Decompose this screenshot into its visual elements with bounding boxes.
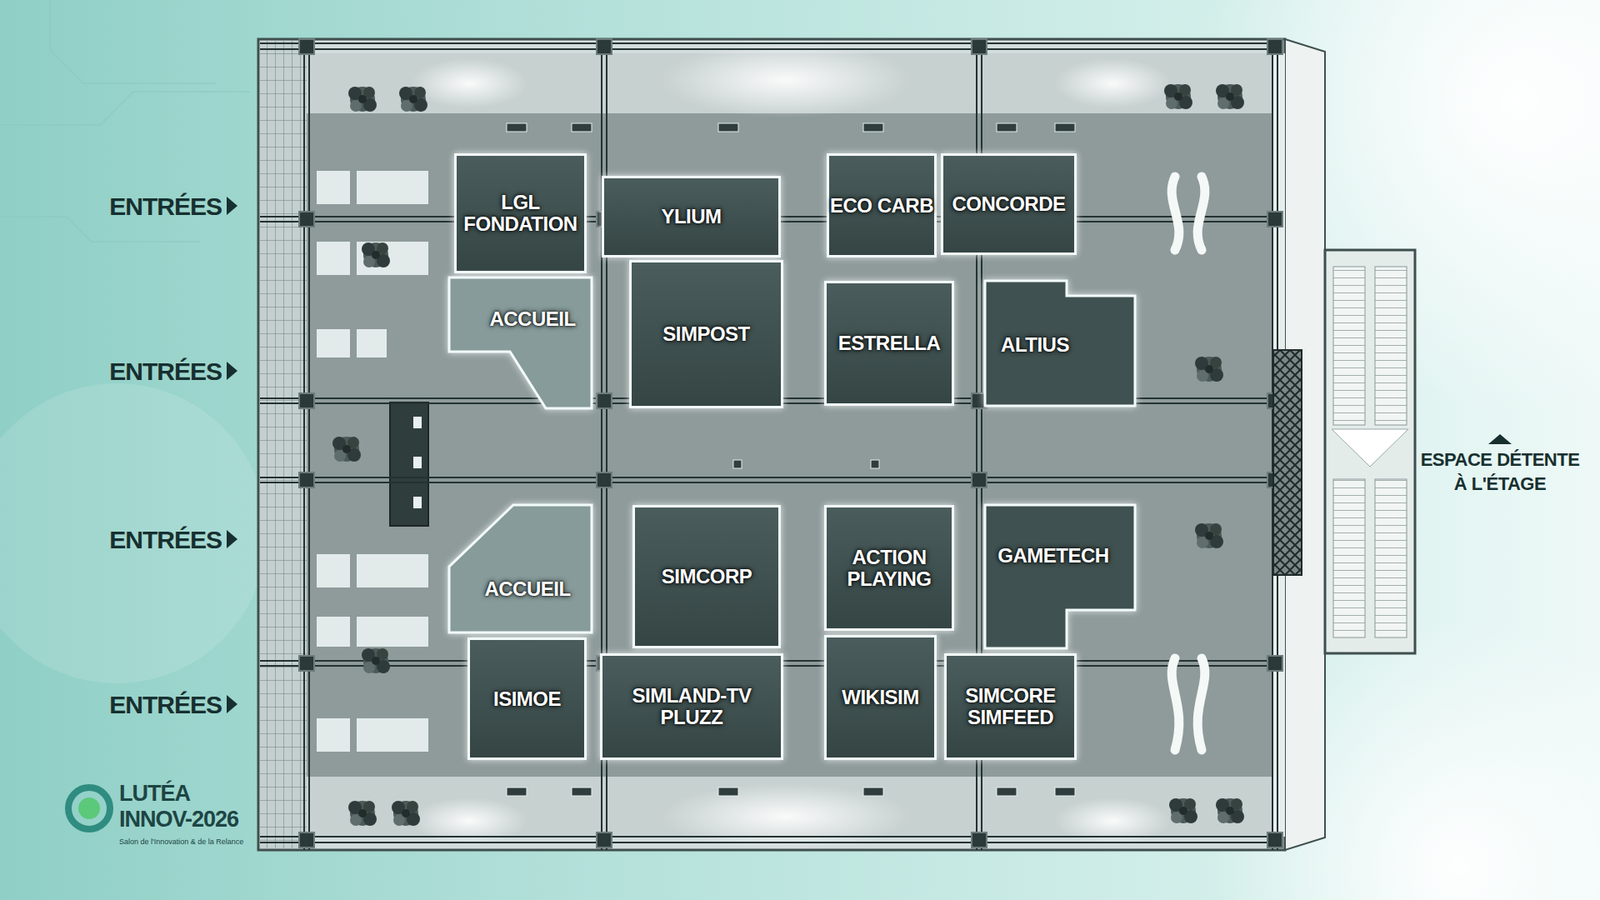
upstairs-arrow (1488, 434, 1512, 445)
booth-shape (985, 280, 1135, 406)
event-tagline: Salon de l'Innovation & de la Relance (119, 838, 295, 847)
booth-shape (985, 505, 1135, 649)
reception-area: ACCUEIL (449, 505, 592, 633)
booth-shape (449, 277, 592, 409)
building (258, 39, 1325, 850)
reception-area: ACCUEIL (449, 277, 592, 409)
entrance-arrows (226, 196, 238, 714)
booth: LGL FONDATION (454, 153, 587, 274)
event-logo-name: LUTÉA INNOV-2026 (119, 780, 265, 833)
booth: ECO CARB (826, 153, 937, 258)
pillars (299, 39, 1283, 848)
staircase (1273, 250, 1415, 654)
exhibitor-name: SIMPOST (637, 323, 775, 345)
entrance-label: ENTRÉES (96, 192, 222, 220)
label-slot: ENTRÉES (96, 690, 222, 719)
label-slot: Salon de l'Innovation & de la Relance (119, 838, 295, 847)
exhibitor-name: ECO CARB (830, 195, 934, 217)
booth: ALTIUS (985, 280, 1135, 406)
plants (332, 84, 1245, 826)
booth: ACTION PLAYING (824, 505, 955, 631)
exhibitor-name: SIMLAND-TV PLUZZ (616, 685, 767, 729)
booth: GAMETECH (985, 505, 1135, 649)
booth: CONCORDE (940, 153, 1077, 255)
exhibitor-name: SIMCORP (640, 565, 774, 588)
label-slot: ENTRÉES (96, 192, 222, 220)
booth: SIMLAND-TV PLUZZ (600, 653, 784, 760)
exhibitor-name: ALTIUS (988, 334, 1082, 356)
area-label: ESPACE DÉTENTE À L'ÉTAGE (1418, 448, 1582, 496)
benches (1171, 176, 1205, 750)
booth: YLIUM (601, 175, 781, 258)
exhibitor-name: CONCORDE (946, 193, 1072, 215)
logo-mark (68, 787, 110, 830)
booth: SIMPOST (629, 260, 784, 409)
booth-outline (985, 505, 1135, 649)
exhibitor-name: ISIMOE (474, 688, 581, 710)
booth: SIMCORP (632, 505, 781, 649)
reception-label: ACCUEIL (478, 308, 587, 330)
label-slot: ESPACE DÉTENTE À L'ÉTAGE (1418, 448, 1582, 496)
booth: ESTRELLA (824, 280, 955, 406)
structural-beams (260, 39, 1284, 850)
label-slot: ENTRÉES (96, 525, 222, 554)
booth-outline (449, 277, 592, 409)
exhibitor-name: GAMETECH (986, 545, 1120, 567)
entrance-label: ENTRÉES (96, 525, 222, 554)
reception-label: ACCUEIL (469, 578, 586, 600)
label-slot: LUTÉA INNOV-2026 (119, 780, 265, 833)
booth-shape (449, 505, 592, 633)
entrance-label: ENTRÉES (96, 690, 222, 719)
exhibitor-name: ESTRELLA (830, 332, 949, 355)
exhibitor-name: YLIUM (612, 205, 771, 228)
exhibitor-name: SIMCORE SIMFEED (952, 685, 1070, 729)
booth: SIMCORE SIMFEED (944, 653, 1077, 760)
booth: WIKISIM (824, 635, 937, 760)
entrance-label: ENTRÉES (96, 357, 222, 385)
exhibitor-name: WIKISIM (830, 686, 932, 709)
entrance-mats (316, 170, 429, 752)
booth: ISIMOE (467, 637, 587, 760)
booth-outline (449, 505, 592, 633)
reception-desk (390, 402, 429, 526)
exhibitor-name: ACTION PLAYING (830, 546, 948, 590)
label-slot: ENTRÉES (96, 357, 222, 385)
exhibitor-name: LGL FONDATION (461, 191, 580, 235)
